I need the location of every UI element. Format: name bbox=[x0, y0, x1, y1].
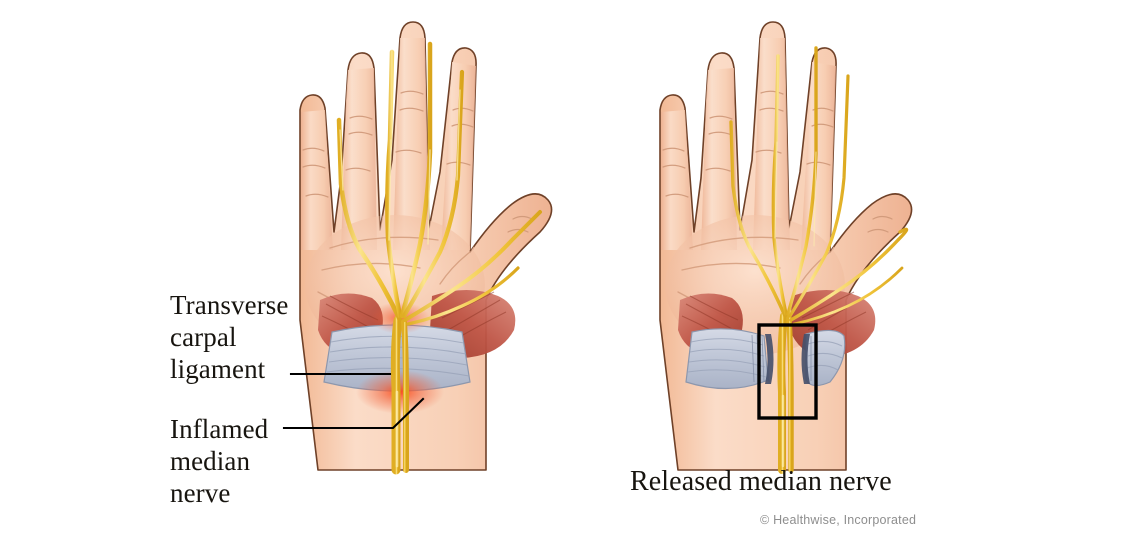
right-ligament-cut-edge-right bbox=[801, 334, 810, 384]
label-tcl-line-1: Transverse bbox=[170, 290, 289, 320]
label-inflamed-line-1: Inflamed bbox=[170, 414, 269, 444]
left-nerve-highlights bbox=[339, 89, 461, 468]
label-transverse-carpal-ligament: Transverse carpal ligament bbox=[170, 289, 289, 385]
left-median-nerve bbox=[336, 41, 542, 475]
right-nerve-highlights bbox=[774, 141, 817, 468]
right-ligament-left-half bbox=[685, 328, 769, 390]
label-tcl-line-3: ligament bbox=[170, 354, 266, 384]
label-inflamed-line-3: nerve bbox=[170, 478, 231, 508]
label-released-median-nerve: Released median nerve bbox=[630, 466, 892, 497]
right-ligament-cut-edge-left bbox=[765, 334, 774, 384]
label-inflamed-median-nerve: Inflamed median nerve bbox=[170, 413, 268, 509]
release-highlight-box bbox=[757, 323, 818, 420]
leader-line-inflamed bbox=[282, 397, 425, 430]
label-inflamed-line-2: median bbox=[170, 446, 251, 476]
leader-lines bbox=[282, 372, 425, 430]
label-tcl-line-2: carpal bbox=[170, 322, 237, 352]
right-hand-panel bbox=[659, 21, 913, 474]
right-median-nerve bbox=[729, 46, 909, 474]
left-hand-panel bbox=[299, 21, 553, 478]
copyright-notice: © Healthwise, Incorporated bbox=[760, 513, 917, 527]
right-muscle-striations bbox=[681, 291, 867, 341]
